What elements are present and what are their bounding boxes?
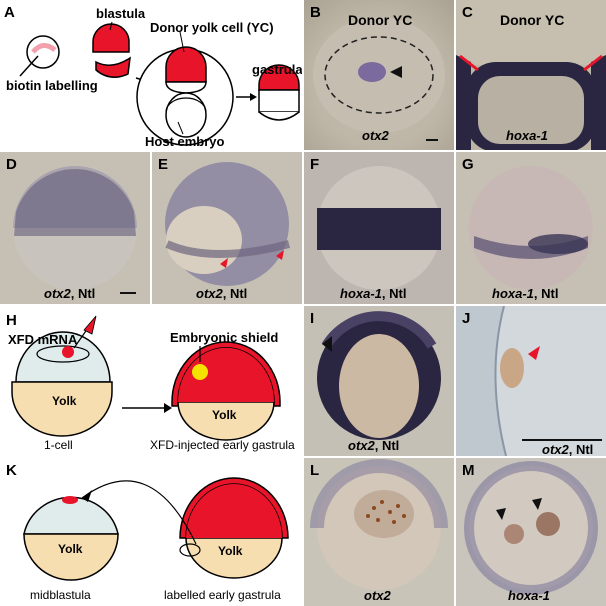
host-label: Host embryo <box>145 134 225 149</box>
panel-label: I <box>310 310 315 327</box>
gene-caption: hoxa-1 <box>508 588 550 603</box>
labelled-label: labelled early gastrula <box>164 588 281 602</box>
gene-caption: hoxa-1 <box>506 128 548 143</box>
panel-m-image <box>464 461 598 595</box>
panel-l: L otx2 <box>304 458 454 606</box>
panel-e: E otx2, Ntl <box>152 152 302 304</box>
gene-caption: otx2, Ntl <box>542 442 594 456</box>
panel-a: A blastula biotin labelling Donor yolk c… <box>0 0 302 150</box>
panel-j-image <box>456 306 606 456</box>
gene-caption: otx2 <box>364 588 391 603</box>
one-cell-label: 1-cell <box>44 438 73 452</box>
gastrula-label: gastrula <box>252 62 302 77</box>
panel-d: D otx2, Ntl <box>0 152 150 304</box>
panel-f: F hoxa-1, Ntl <box>304 152 454 304</box>
shield-label: Embryonic shield <box>170 330 279 345</box>
panel-k: K Yolk Yolk midblastula labelled early g… <box>0 458 302 606</box>
panel-label: B <box>310 4 321 21</box>
panel-h: H XFD mRNA Embryonic shield Yolk Yolk 1-… <box>0 306 302 456</box>
donor-label: Donor yolk cell (YC) <box>150 20 274 35</box>
panel-a-diagram <box>19 21 300 146</box>
panel-label: H <box>6 312 17 329</box>
gene-caption: hoxa-1, Ntl <box>492 286 559 301</box>
panel-label: C <box>462 4 473 21</box>
midblastula-label: midblastula <box>30 588 91 602</box>
yolk-label: Yolk <box>58 542 83 556</box>
panel-label: M <box>462 462 475 479</box>
panel-h-diagram <box>11 315 281 441</box>
panel-label: J <box>462 310 471 327</box>
panel-label: L <box>310 462 320 479</box>
panel-g: G hoxa-1, Ntl <box>456 152 606 304</box>
panel-c-image <box>456 0 606 150</box>
gene-caption: hoxa-1, Ntl <box>340 286 407 301</box>
panel-label: D <box>6 156 17 173</box>
panel-m: M hoxa-1 <box>456 458 606 606</box>
gene-caption: otx2, Ntl <box>348 438 400 453</box>
panel-c: C Donor YC hoxa-1 <box>456 0 606 150</box>
gene-caption: otx2, Ntl <box>44 286 96 301</box>
panel-label: K <box>6 462 17 479</box>
panel-label: E <box>158 156 169 173</box>
gene-caption: otx2 <box>362 128 389 143</box>
panel-label: A <box>4 4 15 21</box>
panel-e-image <box>165 162 291 286</box>
gene-caption: otx2, Ntl <box>196 286 248 301</box>
panel-i-image <box>317 311 441 440</box>
panel-title: Donor YC <box>348 12 413 28</box>
panel-label: G <box>462 156 474 173</box>
panel-d-image <box>13 166 137 294</box>
panel-b-image <box>313 17 445 141</box>
panel-label: F <box>310 156 320 173</box>
panel-f-image <box>317 166 441 290</box>
panel-k-diagram <box>23 477 289 581</box>
yolk-label: Yolk <box>212 408 237 422</box>
biotin-label: biotin labelling <box>6 78 98 93</box>
panel-j: J otx2, Ntl <box>456 306 606 456</box>
panel-i: I otx2, Ntl <box>304 306 454 456</box>
yolk-label: Yolk <box>218 544 243 558</box>
panel-g-image <box>469 166 593 290</box>
mrna-label: XFD mRNA <box>8 332 78 347</box>
injected-label: XFD-injected early gastrula <box>150 438 295 452</box>
panel-title: Donor YC <box>500 12 565 28</box>
panel-l-image <box>310 459 448 590</box>
blastula-label: blastula <box>96 6 146 21</box>
yolk-label: Yolk <box>52 394 77 408</box>
panel-b: B Donor YC otx2 <box>304 0 454 150</box>
